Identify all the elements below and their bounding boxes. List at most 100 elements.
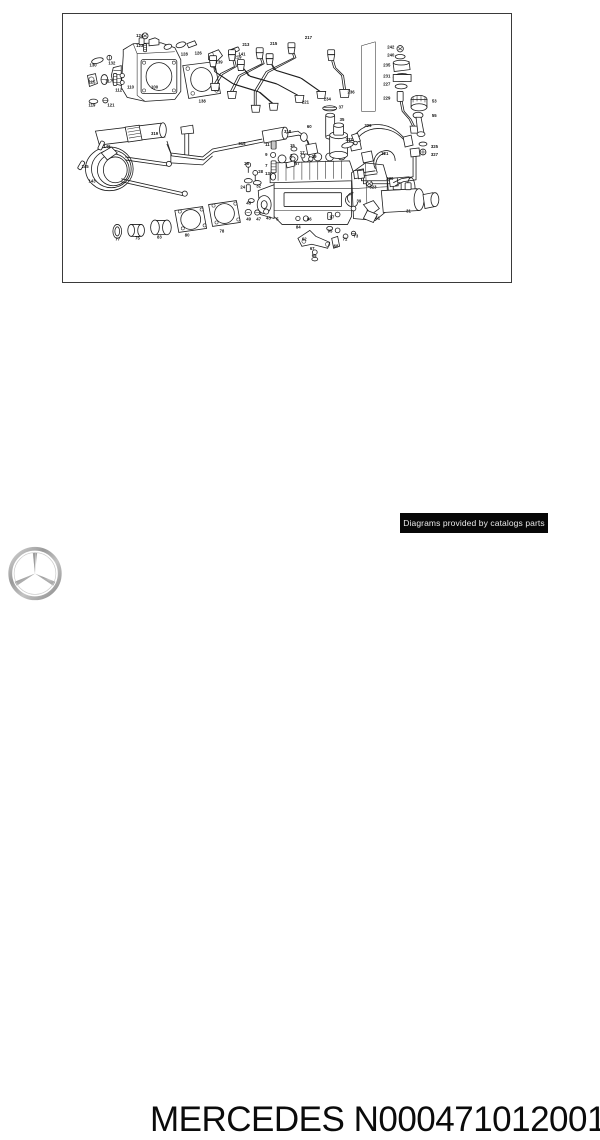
callout-number: 235 [383, 63, 391, 68]
callout-number: 221 [302, 99, 310, 104]
callout-number: 75 [135, 235, 140, 240]
cylinder-31 [380, 182, 440, 213]
callout-number: 60 [307, 124, 312, 129]
callout-number: 325 [431, 144, 439, 149]
callout-number: 57 [295, 161, 300, 166]
callout-number: 141 [238, 52, 246, 57]
callout-number: 68 [334, 243, 339, 248]
callout-number: 73 [354, 233, 359, 238]
callout-number: 15 [290, 143, 295, 148]
callout-number: 100 [151, 84, 159, 89]
callout-number: 146 [103, 144, 111, 149]
callout-number: 11 [265, 142, 270, 147]
callout-number: 86 [307, 216, 312, 221]
callout-number: 9 [265, 152, 268, 157]
callout-number: 55 [432, 113, 437, 118]
callout-number: 77 [115, 236, 120, 241]
callout-number: 132 [108, 61, 116, 66]
callout-number: 234 [324, 96, 332, 101]
callout-number: 47 [256, 216, 261, 221]
callout-number: 231 [383, 74, 391, 79]
callout-number: 17 [300, 150, 305, 155]
callout-number: 143 [88, 179, 96, 184]
pipe-group [94, 122, 319, 166]
callout-number: 236 [348, 89, 356, 94]
callout-number: 319 [151, 131, 159, 136]
callout-number: 139 [216, 60, 224, 65]
callout-number: 213 [242, 42, 250, 47]
callout-number: 28 [258, 169, 263, 174]
callout-number: 78 [220, 228, 225, 233]
callout-number: 53 [432, 98, 437, 103]
callout-number: 49 [246, 216, 251, 221]
callout-number: 126 [195, 51, 203, 56]
sleeve-37-35 [322, 105, 338, 140]
bushing-53-55 [410, 94, 428, 137]
fastener-column-group [243, 140, 314, 193]
callout-number: 227 [383, 81, 391, 86]
hoses-group [341, 124, 428, 188]
callout-number: 240 [387, 53, 395, 58]
callout-number: 84 [296, 224, 301, 229]
callout-number: 123 [136, 43, 144, 48]
injection-lines-group [209, 42, 350, 113]
footer-bar: MERCEDES N000471012001 [0, 545, 600, 1139]
callout-number: 130 [89, 63, 97, 68]
watermark-text: Diagrams provided by catalogs parts [403, 518, 545, 528]
callout-number: 321 [381, 151, 389, 156]
callout-number: 65 [312, 253, 317, 258]
callout-number: 112 [115, 87, 122, 92]
callout-number: 45 [246, 201, 251, 206]
callout-number: 229 [383, 95, 391, 100]
callout-number: 323 [369, 185, 377, 190]
diagram-canvas: 1241231281261301321391411151171121101001… [77, 32, 440, 262]
small-parts-left-group [87, 54, 125, 104]
callout-number: 128 [181, 52, 189, 57]
mercedes-star-icon [8, 546, 62, 601]
callout-number: 145 [82, 164, 90, 169]
callout-number: 37 [339, 104, 344, 109]
watermark-banner: Diagrams provided by catalogs parts [400, 513, 548, 533]
callout-number: 67 [310, 246, 315, 251]
callout-number: 110 [127, 84, 134, 89]
callout-number: 121 [107, 102, 115, 107]
callout-number: 13 [265, 171, 270, 176]
callout-number: 39 [356, 199, 361, 204]
callout-number: 327 [431, 152, 439, 157]
callout-number: 138 [199, 98, 207, 103]
lever-group-62 [295, 211, 357, 262]
callout-number: 219 [234, 55, 242, 60]
callout-number: 318 [284, 129, 292, 134]
callout-number: 7 [265, 163, 268, 168]
callout-number: 43 [266, 215, 271, 220]
callout-number: 71 [343, 236, 348, 241]
line-connectors [209, 42, 350, 113]
callout-number: 242 [387, 45, 395, 50]
filter-stack-group [361, 41, 420, 134]
callout-number: 62 [302, 236, 307, 241]
callout-number: 26 [244, 161, 249, 166]
callout-number: 80 [185, 232, 190, 237]
small-fasteners-45-group [244, 198, 270, 217]
governor-housing-group [110, 37, 198, 102]
callout-number: 35 [340, 117, 345, 122]
callout-number: 95 [328, 228, 333, 233]
callout-number: 31 [406, 209, 411, 214]
page-title: MERCEDES N000471012001 [150, 1100, 600, 1139]
callout-number: 117 [105, 78, 112, 83]
callout-number: 41 [375, 215, 380, 220]
rings-gaskets-group [112, 200, 241, 239]
coil-hose-143 [77, 140, 188, 197]
callout-number: 115 [88, 79, 95, 84]
fastener-group-124 [141, 32, 149, 53]
callout-number: 119 [88, 102, 95, 107]
callout-number: 83 [157, 234, 162, 239]
callout-number: 3 [290, 153, 293, 158]
callout-number: 5 [276, 216, 279, 221]
callout-number: 24 [240, 185, 245, 190]
clamp-39-41 [345, 192, 380, 223]
callout-number: 215 [270, 41, 278, 46]
callout-number: 217 [305, 35, 313, 40]
